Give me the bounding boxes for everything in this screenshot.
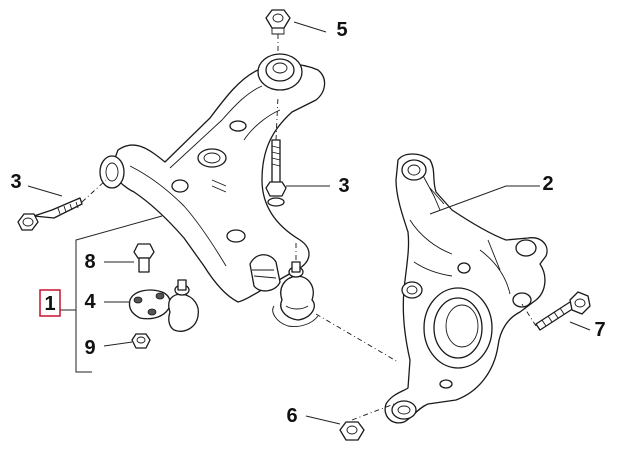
callout-2-label[interactable]: 2 bbox=[542, 173, 553, 195]
nut-ball-joint bbox=[131, 333, 151, 349]
callout-3-left-label[interactable]: 3 bbox=[10, 171, 21, 193]
nut-top bbox=[265, 9, 291, 35]
lower-control-arm bbox=[99, 53, 326, 303]
ball-joint-kit bbox=[128, 279, 200, 332]
callout-1-label: 1 bbox=[44, 293, 55, 315]
bolt-knuckle bbox=[535, 291, 591, 331]
callout-3-right-label[interactable]: 3 bbox=[338, 175, 349, 197]
callout-9-label[interactable]: 9 bbox=[84, 337, 95, 359]
arm-ball-joint bbox=[272, 261, 319, 327]
nut-bottom bbox=[339, 421, 365, 441]
callout-1-highlight-box bbox=[39, 289, 61, 317]
assembly-axes bbox=[81, 34, 537, 421]
steering-knuckle bbox=[384, 153, 548, 424]
callout-1[interactable]: 1 bbox=[39, 289, 61, 317]
bolt-front-bushing bbox=[17, 197, 83, 231]
bolt-ball-joint bbox=[133, 243, 155, 273]
callout-7-label[interactable]: 7 bbox=[594, 319, 605, 341]
callout-4-label[interactable]: 4 bbox=[84, 291, 96, 313]
callout-8-label[interactable]: 8 bbox=[84, 251, 95, 273]
callout-6-label[interactable]: 6 bbox=[286, 405, 297, 427]
bolt-rear-bushing bbox=[265, 139, 287, 207]
callout-5-label[interactable]: 5 bbox=[336, 19, 347, 41]
leader-lines bbox=[27, 21, 591, 425]
